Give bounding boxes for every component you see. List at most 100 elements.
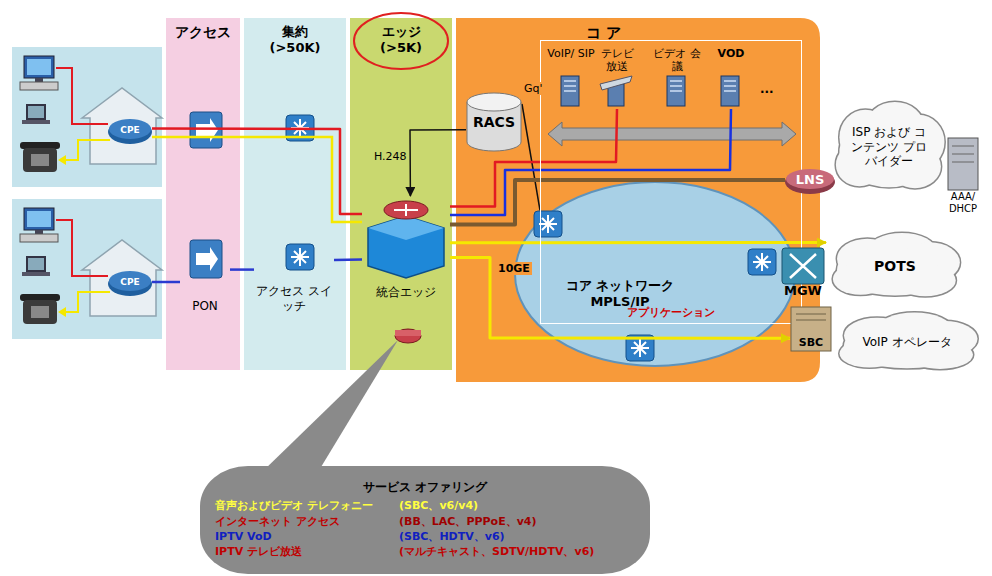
node-label: ISP および コンテンツ プロバイダー	[848, 125, 930, 168]
access-device	[190, 112, 222, 148]
session-border-controller: SBC	[790, 306, 832, 352]
server-icon	[667, 76, 685, 106]
access-band-ground	[166, 18, 240, 370]
service-detail: (BB、LAC、PPPoE、v4)	[399, 515, 635, 528]
node-label: LNS	[796, 172, 825, 188]
core-band-ground	[456, 18, 820, 382]
service-table: サービス オファリング音声およびビデオ テレフォニー (SBC、v6/v4) インタ…	[215, 480, 635, 558]
unified-edge: 統合エッジ	[362, 196, 450, 302]
highlight-ellipse	[354, 13, 448, 69]
connector	[152, 281, 180, 284]
shape-part	[368, 216, 444, 278]
yellow-service-line	[152, 137, 362, 222]
service-name: 音声およびビデオ テレフォニー	[215, 499, 393, 512]
server: テレビ 放送	[597, 43, 637, 109]
service-detail: (マルチキャスト、SDTV/HDTV、v6)	[399, 545, 635, 558]
node-label: POTS	[874, 258, 916, 275]
core-network: コア ネットワークMPLS/IP	[545, 268, 695, 320]
server: VOD	[709, 43, 753, 109]
node-label: VOD	[718, 47, 745, 60]
node-label: テレビ 放送	[597, 47, 637, 73]
node-label: VoIP/ SIP	[547, 47, 594, 60]
protocol-label: H.248	[372, 150, 409, 163]
provider-cloud: ISP および コンテンツ プロバイダー	[830, 98, 948, 196]
shape-part	[394, 204, 418, 216]
edge-band-ground	[350, 18, 452, 370]
node-label: コア ネットワーク	[566, 278, 675, 294]
access-device	[196, 118, 218, 142]
shape-part	[786, 169, 834, 189]
media-gateway: MGW	[778, 248, 828, 302]
shape-part	[109, 119, 151, 139]
connector	[334, 258, 362, 261]
voip-operator-cloud: VoIP オペレータ	[832, 310, 982, 374]
home-network	[12, 199, 162, 339]
satellite-icon	[600, 76, 632, 90]
small-router	[395, 329, 421, 343]
callout-heading: サービス オファリング	[215, 480, 635, 494]
pon-device	[190, 240, 222, 278]
shape-part	[791, 307, 831, 351]
connector	[450, 257, 790, 338]
pon-device	[190, 240, 222, 278]
shape-part	[200, 466, 650, 574]
satellite-icon	[600, 76, 632, 106]
service-name: IPTV VoD	[215, 530, 393, 543]
small-router	[395, 329, 421, 343]
service-name: インターネット アクセス	[215, 515, 393, 528]
server-icon	[721, 76, 739, 106]
connector	[230, 268, 254, 271]
pots-cloud: POTS	[826, 230, 964, 302]
home-network	[12, 47, 162, 187]
link-speed-label: 10GE	[496, 262, 532, 275]
shape-part	[782, 248, 824, 284]
shape-part	[952, 146, 974, 162]
edge-band: エッジ (>5K)統合エッジ	[350, 18, 452, 370]
shape-part	[108, 272, 152, 296]
service-callout: サービス オファリング音声およびビデオ テレフォニー (SBC、v6/v4) インタ…	[200, 466, 650, 574]
core-switch-icon	[748, 249, 776, 275]
node-label: MPLS/IP	[590, 294, 649, 310]
connector	[450, 109, 617, 207]
service-detail: (SBC、HDTV、v6)	[399, 530, 635, 543]
lns-router: LNS	[785, 166, 835, 194]
server: VoIP/ SIP	[547, 43, 595, 109]
cpe-router: CPE	[108, 116, 152, 144]
access-switch-icon	[286, 244, 314, 270]
connector	[522, 104, 540, 210]
pon-device: PON	[180, 236, 230, 316]
node-label: PON	[192, 299, 218, 313]
pon-device	[196, 247, 218, 271]
shape-part	[796, 314, 826, 320]
core-band: コ アRACSアプリケーションVoIP/ SIPテレビ 放送ビデオ 会議VODコ…	[456, 18, 820, 382]
connector	[450, 241, 826, 244]
cpe-router: CPE	[108, 268, 152, 296]
connector	[152, 129, 362, 214]
protocol-label: Gq'	[522, 82, 545, 95]
small-router	[395, 330, 421, 336]
node-label: 集約 (>50K)	[264, 24, 326, 55]
node-label: アクセス スイッチ	[254, 284, 334, 313]
application-arrow	[548, 122, 796, 146]
aaa-server: AAA/ DHCP	[938, 138, 988, 218]
core-switch-icon	[534, 211, 562, 237]
racs-database: RACS	[466, 92, 522, 152]
service-detail: (SBC、v6/v4)	[399, 499, 635, 512]
node-label: 統合エッジ	[376, 285, 436, 299]
shape-part	[384, 201, 428, 219]
connector	[450, 109, 731, 215]
node-label: SBC	[799, 336, 823, 349]
node-label: アクセス	[175, 24, 231, 41]
aggregation-band-ground	[244, 18, 346, 370]
connector	[410, 130, 466, 196]
node-label: VoIP オペレータ	[862, 335, 951, 349]
access-device	[190, 112, 222, 148]
aggregation-band: 集約 (>50K) アクセス スイッチ	[244, 18, 346, 370]
shape-part	[467, 93, 521, 111]
node-label: RACS	[473, 114, 515, 131]
connector	[450, 180, 785, 225]
server: ビデオ 会議	[653, 43, 701, 109]
service-name: IPTV テレビ放送	[215, 545, 393, 558]
shape-part	[785, 170, 835, 194]
